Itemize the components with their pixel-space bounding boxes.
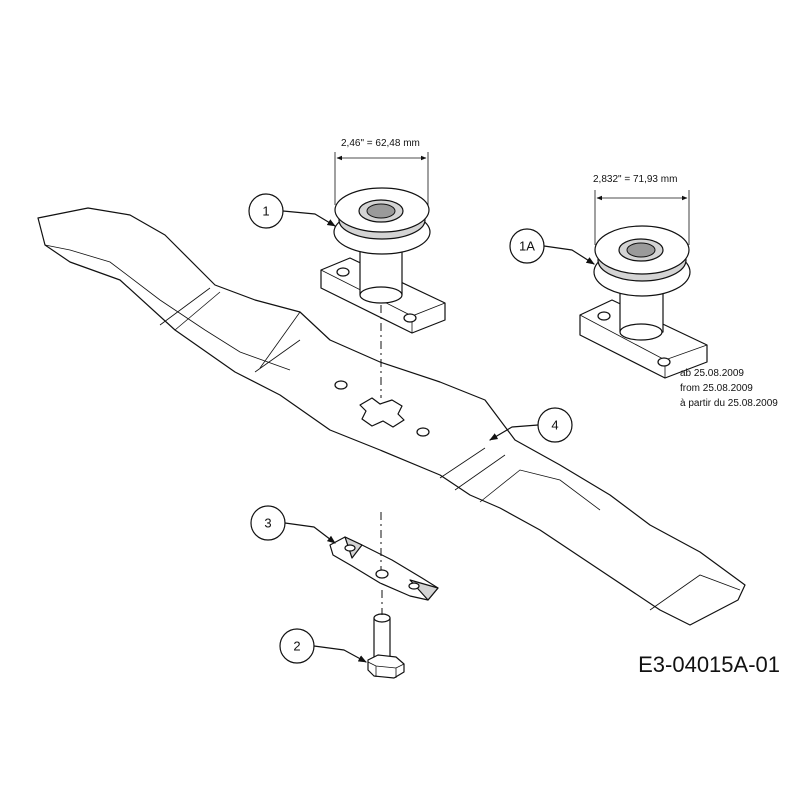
blade-bolt	[367, 613, 405, 679]
callout-1-label: 1	[262, 204, 269, 219]
note-line-en: from 25.08.2009	[680, 383, 753, 394]
blade-washer	[329, 536, 439, 601]
blade-hole-right	[416, 427, 430, 437]
note-line-fr: à partir du 25.08.2009	[680, 398, 778, 409]
blade-hole-left	[334, 380, 348, 390]
assembly-axis	[380, 305, 383, 615]
callout-2: 2	[279, 628, 367, 664]
dimension-label-1: 2,46" = 62,48 mm	[341, 138, 420, 149]
note-line-de: ab 25.08.2009	[680, 368, 744, 379]
dimension-label-1a: 2,832" = 71,93 mm	[593, 174, 677, 185]
pulley-1a	[579, 225, 708, 379]
dimension-pulley-1a: 2,832" = 71,93 mm	[593, 174, 690, 245]
pulley-1	[320, 187, 446, 334]
blade-center-slot	[359, 397, 405, 428]
callout-1a-label: 1A	[519, 239, 535, 254]
validity-note: ab 25.08.2009 from 25.08.2009 à partir d…	[680, 368, 778, 409]
mower-blade	[37, 207, 746, 626]
callout-3-label: 3	[264, 516, 271, 531]
callout-4-label: 4	[551, 418, 558, 433]
dimension-pulley-1: 2,46" = 62,48 mm	[334, 138, 429, 205]
callout-3: 3	[250, 505, 336, 544]
callout-4: 4	[489, 407, 573, 443]
figure-code: E3-04015A-01	[638, 652, 780, 677]
callout-1: 1	[248, 193, 336, 229]
callout-2-label: 2	[293, 639, 300, 654]
callout-1a: 1A	[509, 228, 595, 265]
